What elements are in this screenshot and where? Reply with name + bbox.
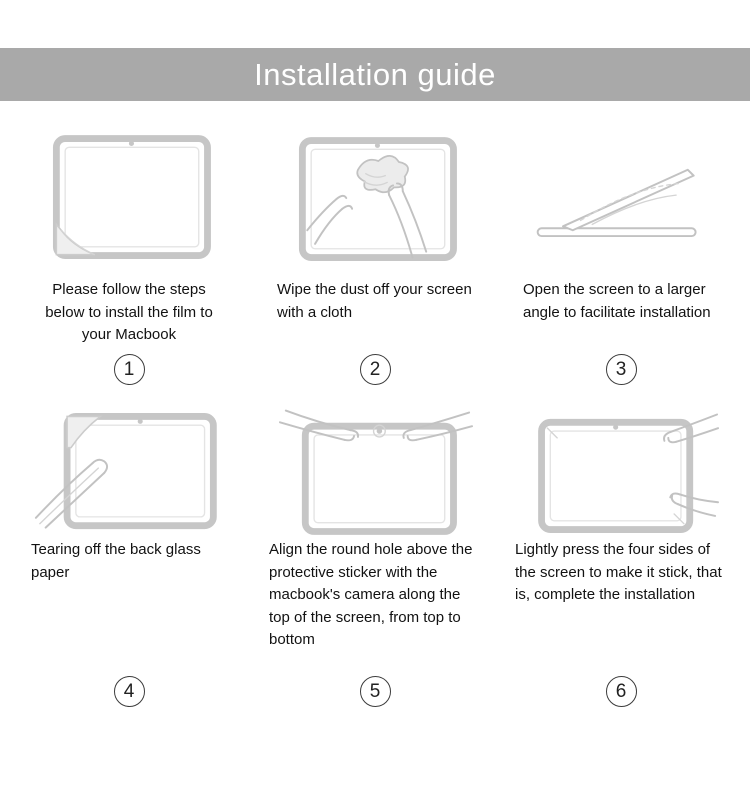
tear-backing-icon	[34, 413, 217, 530]
step-caption: Open the screen to a larger angle to fac…	[523, 281, 711, 321]
step-6-illustration	[498, 407, 744, 539]
step-number-badge: 6	[605, 676, 637, 707]
step-card-4: Tearing off the back glass paper 4	[6, 407, 252, 715]
step-number-badge: 2	[359, 354, 391, 385]
installation-steps: Please follow the steps below to install…	[0, 101, 750, 715]
step-caption: Please follow the steps below to install…	[45, 281, 213, 343]
step-number-badge: 5	[359, 676, 391, 707]
step-card-2: Wipe the dust off your screen with a clo…	[252, 121, 498, 393]
step-number-badge: 3	[605, 354, 637, 385]
step-2-illustration	[252, 121, 498, 279]
step-5-illustration	[252, 407, 498, 539]
align-camera-icon	[278, 409, 473, 535]
step-1-illustration	[6, 121, 252, 279]
laptop-open-icon	[536, 168, 697, 238]
wipe-cloth-icon	[298, 137, 457, 261]
step-card-1: Please follow the steps below to install…	[6, 121, 252, 393]
step-card-6: Lightly press the four sides of the scre…	[498, 407, 744, 715]
press-edges-icon	[537, 413, 719, 533]
step-card-3: Open the screen to a larger angle to fac…	[498, 121, 744, 393]
step-4-illustration	[6, 407, 252, 539]
header-bar: Installation guide	[0, 48, 750, 101]
step-caption: Wipe the dust off your screen with a clo…	[277, 281, 472, 321]
step-3-illustration	[498, 121, 744, 279]
step-caption: Tearing off the back glass paper	[31, 541, 201, 581]
step-number-badge: 4	[113, 676, 145, 707]
step-caption: Align the round hole above the protectiv…	[269, 541, 473, 648]
step-number-badge: 1	[113, 354, 145, 385]
step-caption: Lightly press the four sides of the scre…	[515, 541, 722, 603]
page-title: Installation guide	[254, 56, 496, 92]
step-card-5: Align the round hole above the protectiv…	[252, 407, 498, 715]
tablet-peel-icon	[52, 135, 211, 259]
